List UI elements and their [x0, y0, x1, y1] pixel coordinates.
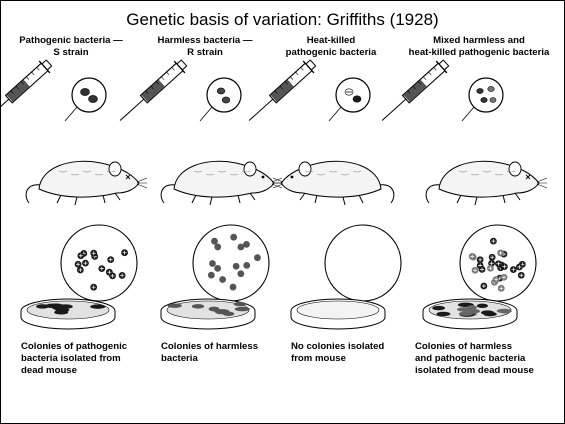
colony	[499, 309, 510, 313]
colony	[516, 264, 523, 271]
colony	[214, 244, 221, 251]
colony	[192, 304, 204, 308]
colony	[230, 284, 237, 291]
colony	[481, 310, 494, 314]
magnified-bacteria-icon	[462, 78, 503, 121]
caption-col-4: Colonies of harmless and pathogenic bact…	[415, 341, 563, 377]
colony	[234, 302, 246, 306]
colony	[209, 260, 216, 267]
colony	[498, 285, 505, 292]
colony	[233, 263, 240, 270]
syringe-icon	[115, 57, 190, 126]
colony	[480, 283, 487, 290]
colony	[219, 276, 226, 283]
header-col-3: Heat-killed pathogenic bacteria	[267, 35, 395, 59]
mouse-icon	[26, 161, 147, 205]
syringe-icon	[244, 57, 319, 126]
magnified-bacteria-icon	[329, 78, 370, 121]
magnified-plate-icon	[193, 225, 269, 301]
mouse-icon	[273, 161, 394, 205]
colony	[469, 253, 476, 260]
colony	[518, 272, 525, 279]
colony	[436, 312, 450, 316]
experiment-column-2	[115, 57, 282, 329]
colony	[497, 250, 504, 257]
colony	[243, 241, 250, 248]
colony	[214, 265, 221, 272]
header-col-2: Harmless bacteria — R strain	[141, 35, 269, 59]
colony	[459, 312, 473, 316]
colony	[479, 266, 486, 273]
caption-col-1: Colonies of pathogenic bacteria isolated…	[21, 341, 151, 377]
colony	[90, 284, 97, 291]
colony	[214, 309, 229, 313]
colony	[119, 272, 126, 279]
petri-dish-icon	[161, 299, 255, 329]
colony	[208, 272, 215, 279]
syringe-icon	[1, 57, 54, 126]
colony	[90, 304, 105, 308]
mouse-icon	[426, 161, 547, 205]
caption-col-2: Colonies of harmless bacteria	[161, 341, 291, 365]
magnified-bacteria-icon	[65, 78, 106, 121]
colony	[211, 238, 218, 245]
experiment-column-1	[1, 57, 147, 329]
colony	[98, 265, 105, 272]
magnified-plate-icon	[460, 225, 536, 301]
petri-dish-icon	[423, 299, 517, 329]
colony	[230, 234, 237, 241]
magnified-bacteria-icon	[200, 78, 241, 121]
colony	[121, 249, 128, 256]
petri-dish-icon	[21, 299, 115, 329]
colony	[243, 262, 250, 269]
colony	[489, 254, 496, 261]
colony	[477, 256, 484, 263]
colony	[493, 276, 500, 283]
syringe-icon	[377, 57, 452, 126]
colony	[90, 250, 97, 257]
petri-dish-icon	[291, 299, 385, 329]
colony	[501, 274, 508, 281]
colony	[472, 267, 479, 274]
magnified-plate-icon	[325, 225, 401, 301]
colony	[36, 304, 49, 308]
colony	[467, 305, 477, 309]
header-col-4: Mixed harmless and heat-killed pathogeni…	[397, 35, 561, 59]
colony	[109, 272, 116, 279]
experiment-column-4	[377, 57, 547, 329]
colony	[77, 252, 84, 259]
experiment-column-3	[244, 57, 401, 329]
colony	[495, 260, 502, 267]
colony	[237, 270, 244, 277]
colony	[501, 263, 508, 270]
colony	[477, 304, 488, 308]
colony	[490, 238, 497, 245]
colony	[59, 304, 73, 308]
colony	[77, 267, 84, 274]
colony	[107, 256, 114, 263]
colony	[235, 307, 250, 311]
header-col-1: Pathogenic bacteria — S strain	[7, 35, 135, 59]
colony	[82, 260, 89, 267]
colony	[432, 306, 445, 310]
colony	[487, 265, 494, 272]
mouse-icon	[161, 161, 282, 205]
colony	[254, 254, 261, 261]
colony	[510, 266, 517, 273]
colony	[168, 303, 182, 307]
caption-col-3: No colonies isolated from mouse	[291, 341, 411, 365]
magnified-plate-icon	[61, 225, 137, 301]
colony	[54, 310, 68, 314]
